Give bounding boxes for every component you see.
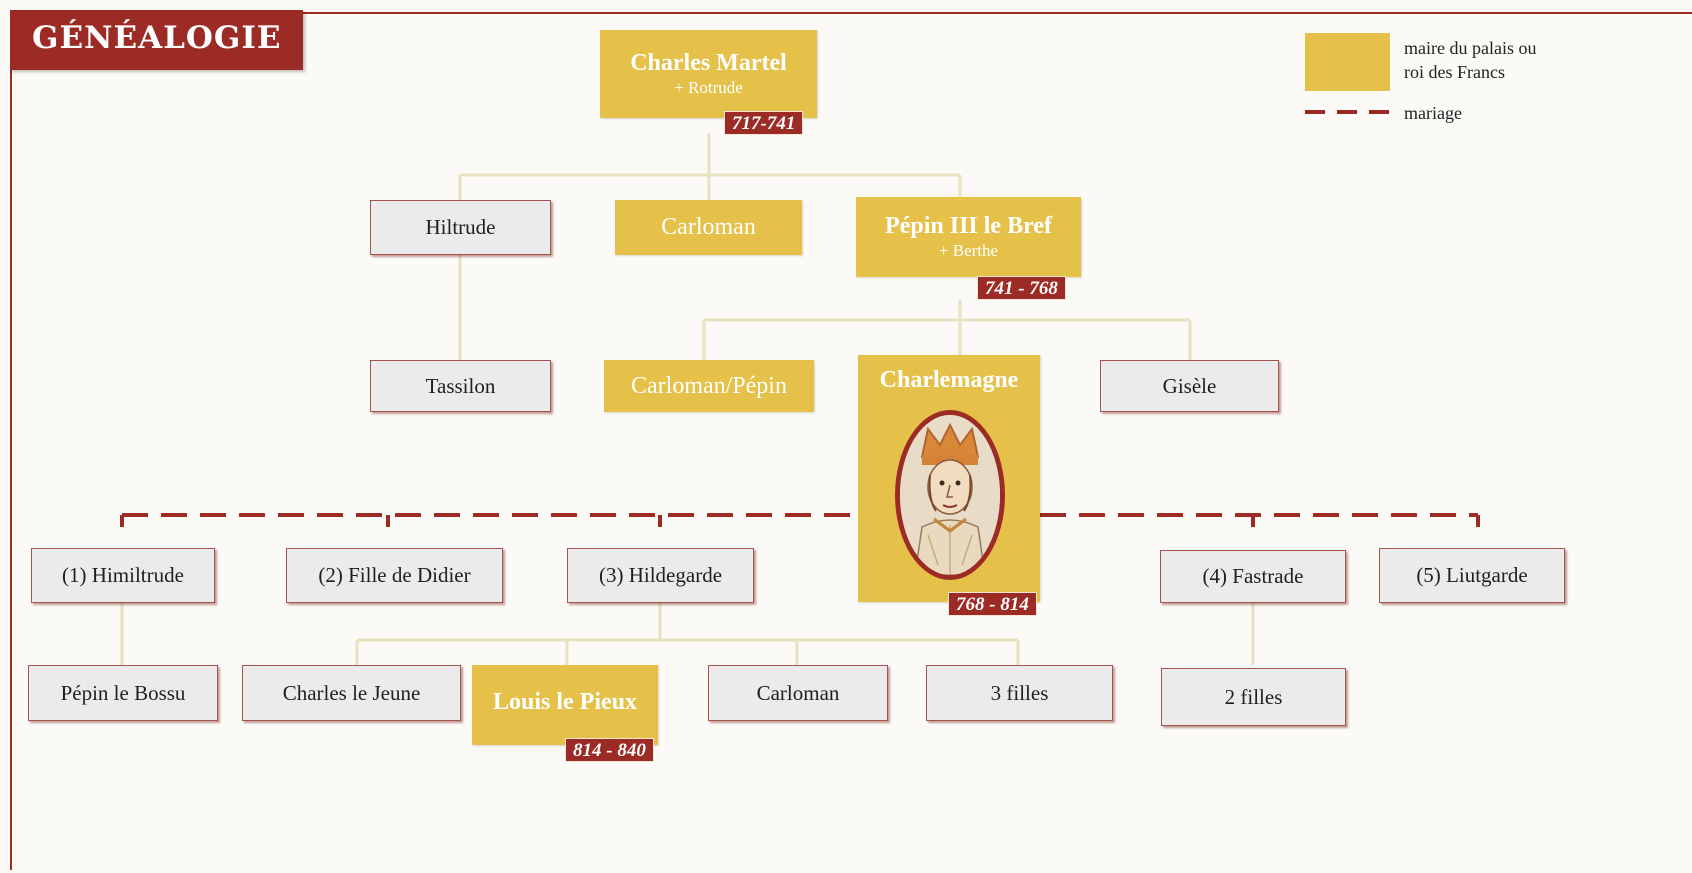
child-trois-filles: 3 filles (926, 665, 1113, 721)
person-name: Carloman (756, 680, 840, 705)
wife-liutgarde: (5) Liutgarde (1379, 548, 1565, 603)
legend-ruler-label-line2: roi des Francs (1404, 62, 1505, 82)
reign-dates: 741 - 768 (977, 276, 1066, 300)
person-name: (5) Liutgarde (1416, 563, 1528, 587)
person-name: Tassilon (425, 373, 496, 398)
person-name: Carloman/Pépin (631, 372, 787, 399)
person-name: Carloman (661, 214, 756, 240)
person-name: (1) Himiltrude (62, 563, 184, 587)
person-name: Gisèle (1162, 373, 1217, 398)
wife-himiltrude: (1) Himiltrude (31, 548, 215, 603)
person-name: Charlemagne (879, 367, 1019, 393)
person-name: (2) Fille de Didier (318, 563, 471, 587)
person-pepin-le-bref: Pépin III le Bref + Berthe (856, 197, 1081, 277)
wife-fille-de-didier: (2) Fille de Didier (286, 548, 503, 603)
person-name: Pépin le Bossu (60, 680, 186, 705)
person-name: Charles le Jeune (282, 680, 421, 705)
person-name: (4) Fastrade (1202, 564, 1304, 588)
legend-ruler-label-line1: maire du palais ou (1404, 38, 1537, 58)
person-gisele: Gisèle (1100, 360, 1279, 412)
reign-dates: 717-741 (724, 111, 804, 135)
child-carloman-2: Carloman (708, 665, 888, 721)
legend-marriage-swatch (1305, 110, 1393, 114)
child-louis-le-pieux: Louis le Pieux (472, 665, 658, 745)
person-carloman-pepin: Carloman/Pépin (604, 360, 814, 412)
reign-dates: 768 - 814 (948, 592, 1037, 616)
person-name: Hiltrude (425, 215, 496, 239)
charlemagne-portrait-icon (895, 410, 1005, 580)
person-hiltrude: Hiltrude (370, 200, 551, 255)
child-charles-le-jeune: Charles le Jeune (242, 665, 461, 721)
page-title: GÉNÉALOGIE (32, 20, 282, 56)
person-name: Louis le Pieux (492, 689, 637, 715)
legend-marriage-label: mariage (1404, 103, 1462, 123)
person-name: Charles Martel (630, 50, 787, 76)
person-name: Pépin III le Bref (885, 213, 1052, 239)
child-pepin-le-bossu: Pépin le Bossu (28, 665, 218, 721)
wife-fastrade: (4) Fastrade (1160, 550, 1346, 603)
person-name: 2 filles (1224, 684, 1283, 709)
legend-ruler-swatch (1305, 33, 1390, 91)
person-spouse: + Berthe (938, 241, 999, 260)
child-deux-filles: 2 filles (1161, 668, 1346, 726)
person-carloman-1: Carloman (615, 200, 802, 255)
person-charles-martel: Charles Martel + Rotrude (600, 30, 817, 118)
page-frame (10, 12, 1692, 870)
reign-dates: 814 - 840 (565, 738, 654, 762)
person-name: 3 filles (990, 680, 1049, 705)
person-tassilon: Tassilon (370, 360, 551, 412)
title-banner: GÉNÉALOGIE (10, 10, 303, 70)
person-spouse: + Rotrude (674, 78, 743, 97)
person-name: (3) Hildegarde (598, 563, 723, 587)
wife-hildegarde: (3) Hildegarde (567, 548, 754, 603)
